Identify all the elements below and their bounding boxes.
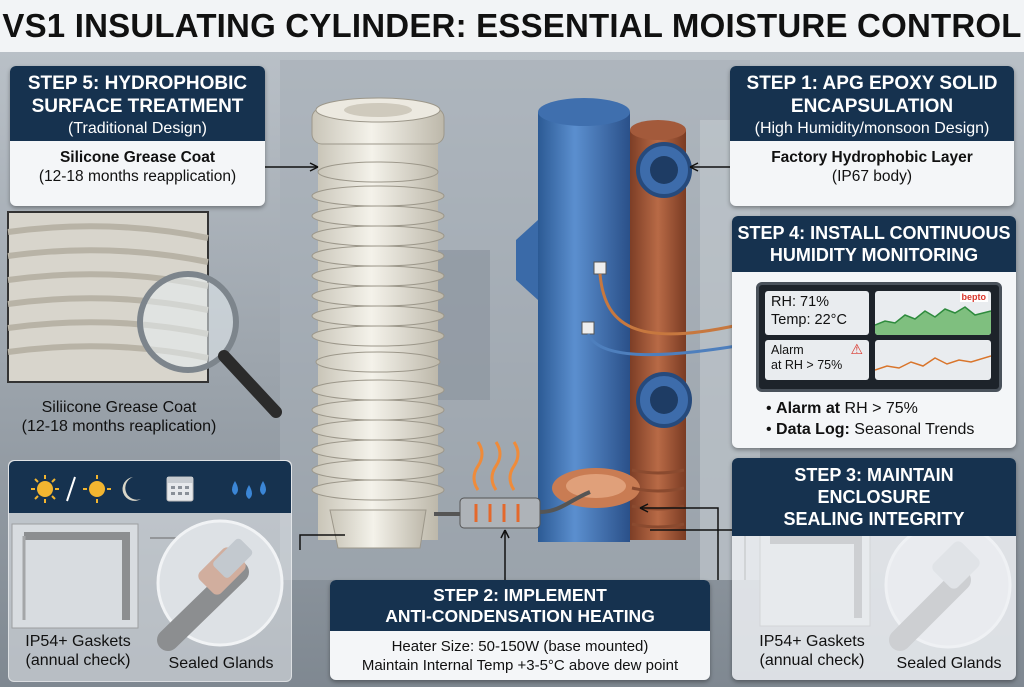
monitor-temp: Temp: 22°C xyxy=(771,312,847,328)
step1-item-bold: Factory Hydrophobic Layer xyxy=(771,149,973,166)
left-glands-label: Sealed Glands xyxy=(168,655,274,672)
step4-bullet1: • Alarm at RH > 75% xyxy=(766,400,918,417)
step5-subtitle: (Traditional Design) xyxy=(67,120,207,137)
monitor-rh: RH: 71% xyxy=(771,294,830,310)
step2-line1: Heater Size: 50-150W (base mounted) xyxy=(391,638,649,655)
step3-gasket-line2: (annual check) xyxy=(759,652,865,669)
step3-heading-line1: STEP 3: MAINTAIN ENCLOSURE xyxy=(794,465,954,507)
inset-label-line2: (12-18 months reaplication) xyxy=(21,418,217,435)
rh-trend-chart xyxy=(875,306,991,335)
slash-divider xyxy=(66,476,76,502)
bullet2-bold: Data Log: xyxy=(776,421,850,438)
monitor-chart-temp xyxy=(875,340,991,380)
step2-line2: Maintain Internal Temp +3-5°C above dew … xyxy=(361,657,679,674)
step3-gasket-line1: IP54+ Gaskets xyxy=(759,633,865,650)
step5-card: STEP 5: HYDROPHOBIC SURFACE TREATMENT (T… xyxy=(10,66,265,206)
step3-gasket-label: IP54+ Gaskets (annual check) xyxy=(742,632,882,670)
weather-icons xyxy=(31,475,266,503)
step5-item-detail: (12-18 months reapplication) xyxy=(38,168,237,185)
inset-label: Siliicone Grease Coat (12-18 months reap… xyxy=(6,398,232,436)
sun-moon-icon xyxy=(83,475,141,503)
left-gasket-line1: IP54+ Gaskets xyxy=(25,633,131,650)
step1-heading: STEP 1: APG EPOXY SOLID ENCAPSULATION (H… xyxy=(730,66,1014,141)
porcelain-insulator-illustration xyxy=(311,97,445,549)
weather-icon-strip xyxy=(9,461,291,513)
bullet2-rest: Seasonal Trends xyxy=(849,421,975,438)
step2-heading-line1: STEP 2: IMPLEMENT xyxy=(433,585,607,605)
calendar-icon xyxy=(166,476,194,502)
step1-card: STEP 1: APG EPOXY SOLID ENCAPSULATION (H… xyxy=(730,66,1014,206)
step5-heading-line2: SURFACE TREATMENT xyxy=(31,96,244,117)
epoxy-cylinder-illustration xyxy=(516,98,761,542)
bullet1-bold: Alarm at xyxy=(776,400,841,417)
step4-heading: STEP 4: INSTALL CONTINUOUS HUMIDITY MONI… xyxy=(732,216,1016,272)
step1-heading-line1: STEP 1: APG EPOXY SOLID xyxy=(746,73,998,94)
step5-item-bold: Silicone Grease Coat xyxy=(59,149,216,166)
monitor-alarm-line1: Alarm xyxy=(771,343,804,357)
step3-heading: STEP 3: MAINTAIN ENCLOSURE SEALING INTEG… xyxy=(732,458,1016,536)
step5-heading: STEP 5: HYDROPHOBIC SURFACE TREATMENT (T… xyxy=(10,66,265,141)
humidity-monitor: RH: 71% Temp: 22°C Alarm at RH > 75% ⚠ b… xyxy=(756,282,1002,392)
step3-card: STEP 3: MAINTAIN ENCLOSURE SEALING INTEG… xyxy=(732,458,1016,680)
step2-heading-line2: ANTI-CONDENSATION HEATING xyxy=(385,606,655,626)
water-drops-icon xyxy=(232,481,266,499)
step1-heading-line2: ENCAPSULATION xyxy=(790,96,954,117)
step4-bullets: • Alarm at RH > 75% • Data Log: Seasonal… xyxy=(766,398,974,440)
monitor-readings-panel: RH: 71% Temp: 22°C xyxy=(765,291,869,335)
sun-icon xyxy=(31,475,59,503)
step5-heading-line1: STEP 5: HYDROPHOBIC xyxy=(27,73,248,94)
inset-label-line1: Siliicone Grease Coat xyxy=(41,399,197,416)
step4-heading-line2: HUMIDITY MONITORING xyxy=(769,245,979,265)
grease-coat-inset-illustration xyxy=(7,211,282,418)
step1-item-detail: (IP67 body) xyxy=(831,168,913,185)
heater-illustration xyxy=(434,441,591,529)
monitor-chart-rh: bepto xyxy=(875,291,991,335)
step4-bullet2: • Data Log: Seasonal Trends xyxy=(766,421,975,438)
temp-trend-chart xyxy=(875,355,991,371)
left-gasket-label: IP54+ Gaskets (annual check) xyxy=(8,632,148,670)
step2-heading: STEP 2: IMPLEMENT ANTI-CONDENSATION HEAT… xyxy=(330,580,710,631)
step3-glands-label: Sealed Glands xyxy=(896,655,1002,672)
left-bottom-panel xyxy=(8,460,292,682)
monitor-alarm-line2: at RH > 75% xyxy=(771,358,843,372)
step2-card: STEP 2: IMPLEMENT ANTI-CONDENSATION HEAT… xyxy=(330,580,710,680)
step1-subtitle: (High Humidity/monsoon Design) xyxy=(754,120,990,137)
monitor-alarm-panel: Alarm at RH > 75% ⚠ xyxy=(765,340,869,380)
step4-card: STEP 4: INSTALL CONTINUOUS HUMIDITY MONI… xyxy=(732,216,1016,448)
left-gasket-line2: (annual check) xyxy=(25,652,131,669)
bullet1-rest: RH > 75% xyxy=(840,400,918,417)
step3-heading-line2: SEALING INTEGRITY xyxy=(783,509,965,529)
step4-heading-line1: STEP 4: INSTALL CONTINUOUS xyxy=(737,223,1011,243)
alarm-warning-icon: ⚠ xyxy=(850,341,863,357)
monitor-logo: bepto xyxy=(959,292,988,302)
